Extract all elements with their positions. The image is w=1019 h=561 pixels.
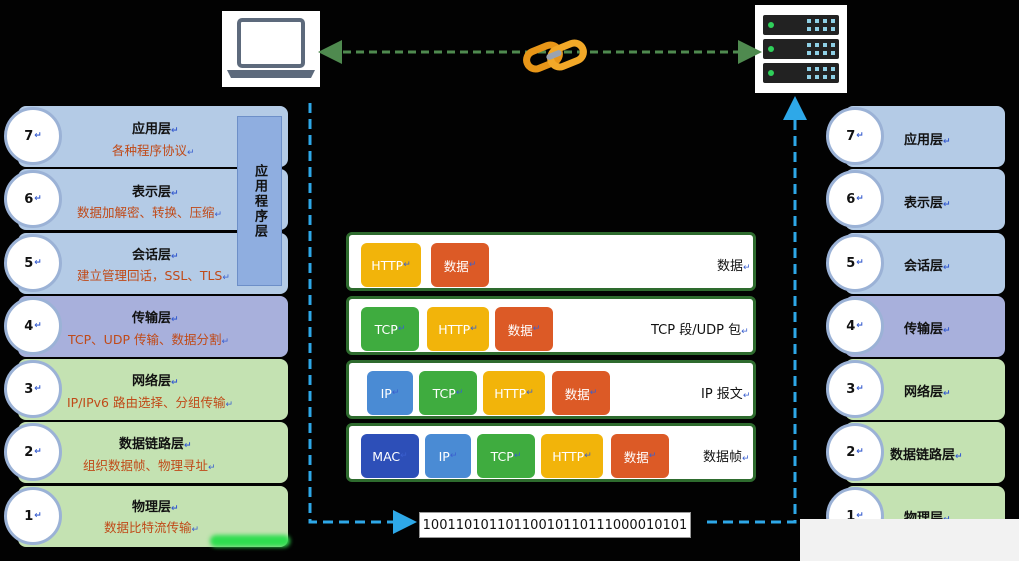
flow-arrow-down bbox=[308, 103, 417, 534]
tcp-chip: TCP↵ bbox=[477, 434, 535, 478]
server-icon bbox=[763, 15, 839, 83]
layer-name: 数据链路层↵ bbox=[119, 437, 192, 452]
http-chip: HTTP↵ bbox=[427, 307, 489, 351]
http-chip: HTTP↵ bbox=[483, 371, 545, 415]
http-chip: HTTP↵ bbox=[541, 434, 603, 478]
data-chip: 数据↵ bbox=[431, 243, 489, 287]
layer-name: 表示层↵ bbox=[904, 196, 951, 211]
left-layer-3 bbox=[18, 359, 288, 420]
layer-number: 5↵ bbox=[4, 234, 62, 292]
left-layer-2 bbox=[18, 422, 288, 483]
layer-description: TCP、UDP 传输、数据分割↵ bbox=[68, 332, 230, 347]
layer-name: 数据链路层↵ bbox=[890, 448, 963, 463]
ip-chip: IP↵ bbox=[425, 434, 471, 478]
layer-number: 6↵ bbox=[4, 170, 62, 228]
flow-arrow-up bbox=[707, 96, 807, 524]
blur-mark bbox=[210, 535, 290, 547]
laptop-icon bbox=[227, 18, 315, 78]
encap-row-label: 数据↵ bbox=[717, 259, 751, 274]
chain-link-icon bbox=[523, 39, 587, 73]
layer-number: 7↵ bbox=[4, 107, 62, 165]
layer-description: 组织数据帧、物理寻址↵ bbox=[83, 458, 216, 473]
layer-number: 2↵ bbox=[4, 423, 62, 481]
left-layer-4 bbox=[18, 296, 288, 357]
http-chip: HTTP↵ bbox=[361, 243, 421, 287]
data-chip: 数据↵ bbox=[495, 307, 553, 351]
layer-name: 应用层↵ bbox=[904, 133, 951, 148]
encap-row-packet: IP↵ TCP↵ HTTP↵ 数据↵ IP 报文↵ bbox=[346, 360, 756, 419]
bitstream-box: 10011010110110010110111000010101 bbox=[419, 512, 691, 538]
layer-number: 1↵ bbox=[4, 487, 62, 545]
encap-row-label: 数据帧↵ bbox=[703, 450, 750, 465]
layer-description: IP/IPv6 路由选择、分组传输↵ bbox=[67, 395, 234, 410]
encap-row-frame: MAC↵ IP↵ TCP↵ HTTP↵ 数据↵ 数据帧↵ bbox=[346, 423, 756, 482]
layer-number: 7↵ bbox=[826, 107, 884, 165]
layer-description: 数据加解密、转换、压缩↵ bbox=[77, 205, 223, 220]
layer-name: 会话层↵ bbox=[132, 248, 179, 263]
encap-row-label: TCP 段/UDP 包↵ bbox=[651, 323, 749, 338]
layer-number: 5↵ bbox=[826, 234, 884, 292]
layer-name: 物理层↵ bbox=[132, 500, 179, 515]
tcp-chip: TCP↵ bbox=[361, 307, 419, 351]
layer-number: 4↵ bbox=[826, 297, 884, 355]
layer-name: 表示层↵ bbox=[132, 185, 179, 200]
encap-row-segment: TCP↵ HTTP↵ 数据↵ TCP 段/UDP 包↵ bbox=[346, 296, 756, 355]
layer-name: 网络层↵ bbox=[132, 374, 179, 389]
cropped-overlay bbox=[800, 519, 1019, 561]
layer-number: 3↵ bbox=[4, 360, 62, 418]
layer-number: 4↵ bbox=[4, 297, 62, 355]
client-laptop bbox=[222, 11, 320, 87]
encap-row-data: HTTP↵ 数据↵ 数据↵ bbox=[346, 232, 756, 291]
layer-name: 传输层↵ bbox=[904, 322, 951, 337]
layer-description: 建立管理回话，SSL、TLS↵ bbox=[77, 268, 230, 283]
application-group-label: 应用程序层 bbox=[237, 116, 282, 286]
layer-name: 网络层↵ bbox=[904, 385, 951, 400]
encap-row-label: IP 报文↵ bbox=[701, 387, 751, 402]
layer-number: 3↵ bbox=[826, 360, 884, 418]
layer-number: 2↵ bbox=[826, 423, 884, 481]
data-chip: 数据↵ bbox=[611, 434, 669, 478]
mac-chip: MAC↵ bbox=[361, 434, 419, 478]
server bbox=[755, 5, 847, 93]
layer-name: 传输层↵ bbox=[132, 311, 179, 326]
ip-chip: IP↵ bbox=[367, 371, 413, 415]
layer-number: 6↵ bbox=[826, 170, 884, 228]
data-chip: 数据↵ bbox=[552, 371, 610, 415]
layer-name: 会话层↵ bbox=[904, 259, 951, 274]
layer-description: 各种程序协议↵ bbox=[112, 143, 195, 158]
layer-name: 应用层↵ bbox=[132, 122, 179, 137]
tcp-chip: TCP↵ bbox=[419, 371, 477, 415]
layer-description: 数据比特流传输↵ bbox=[104, 520, 200, 535]
